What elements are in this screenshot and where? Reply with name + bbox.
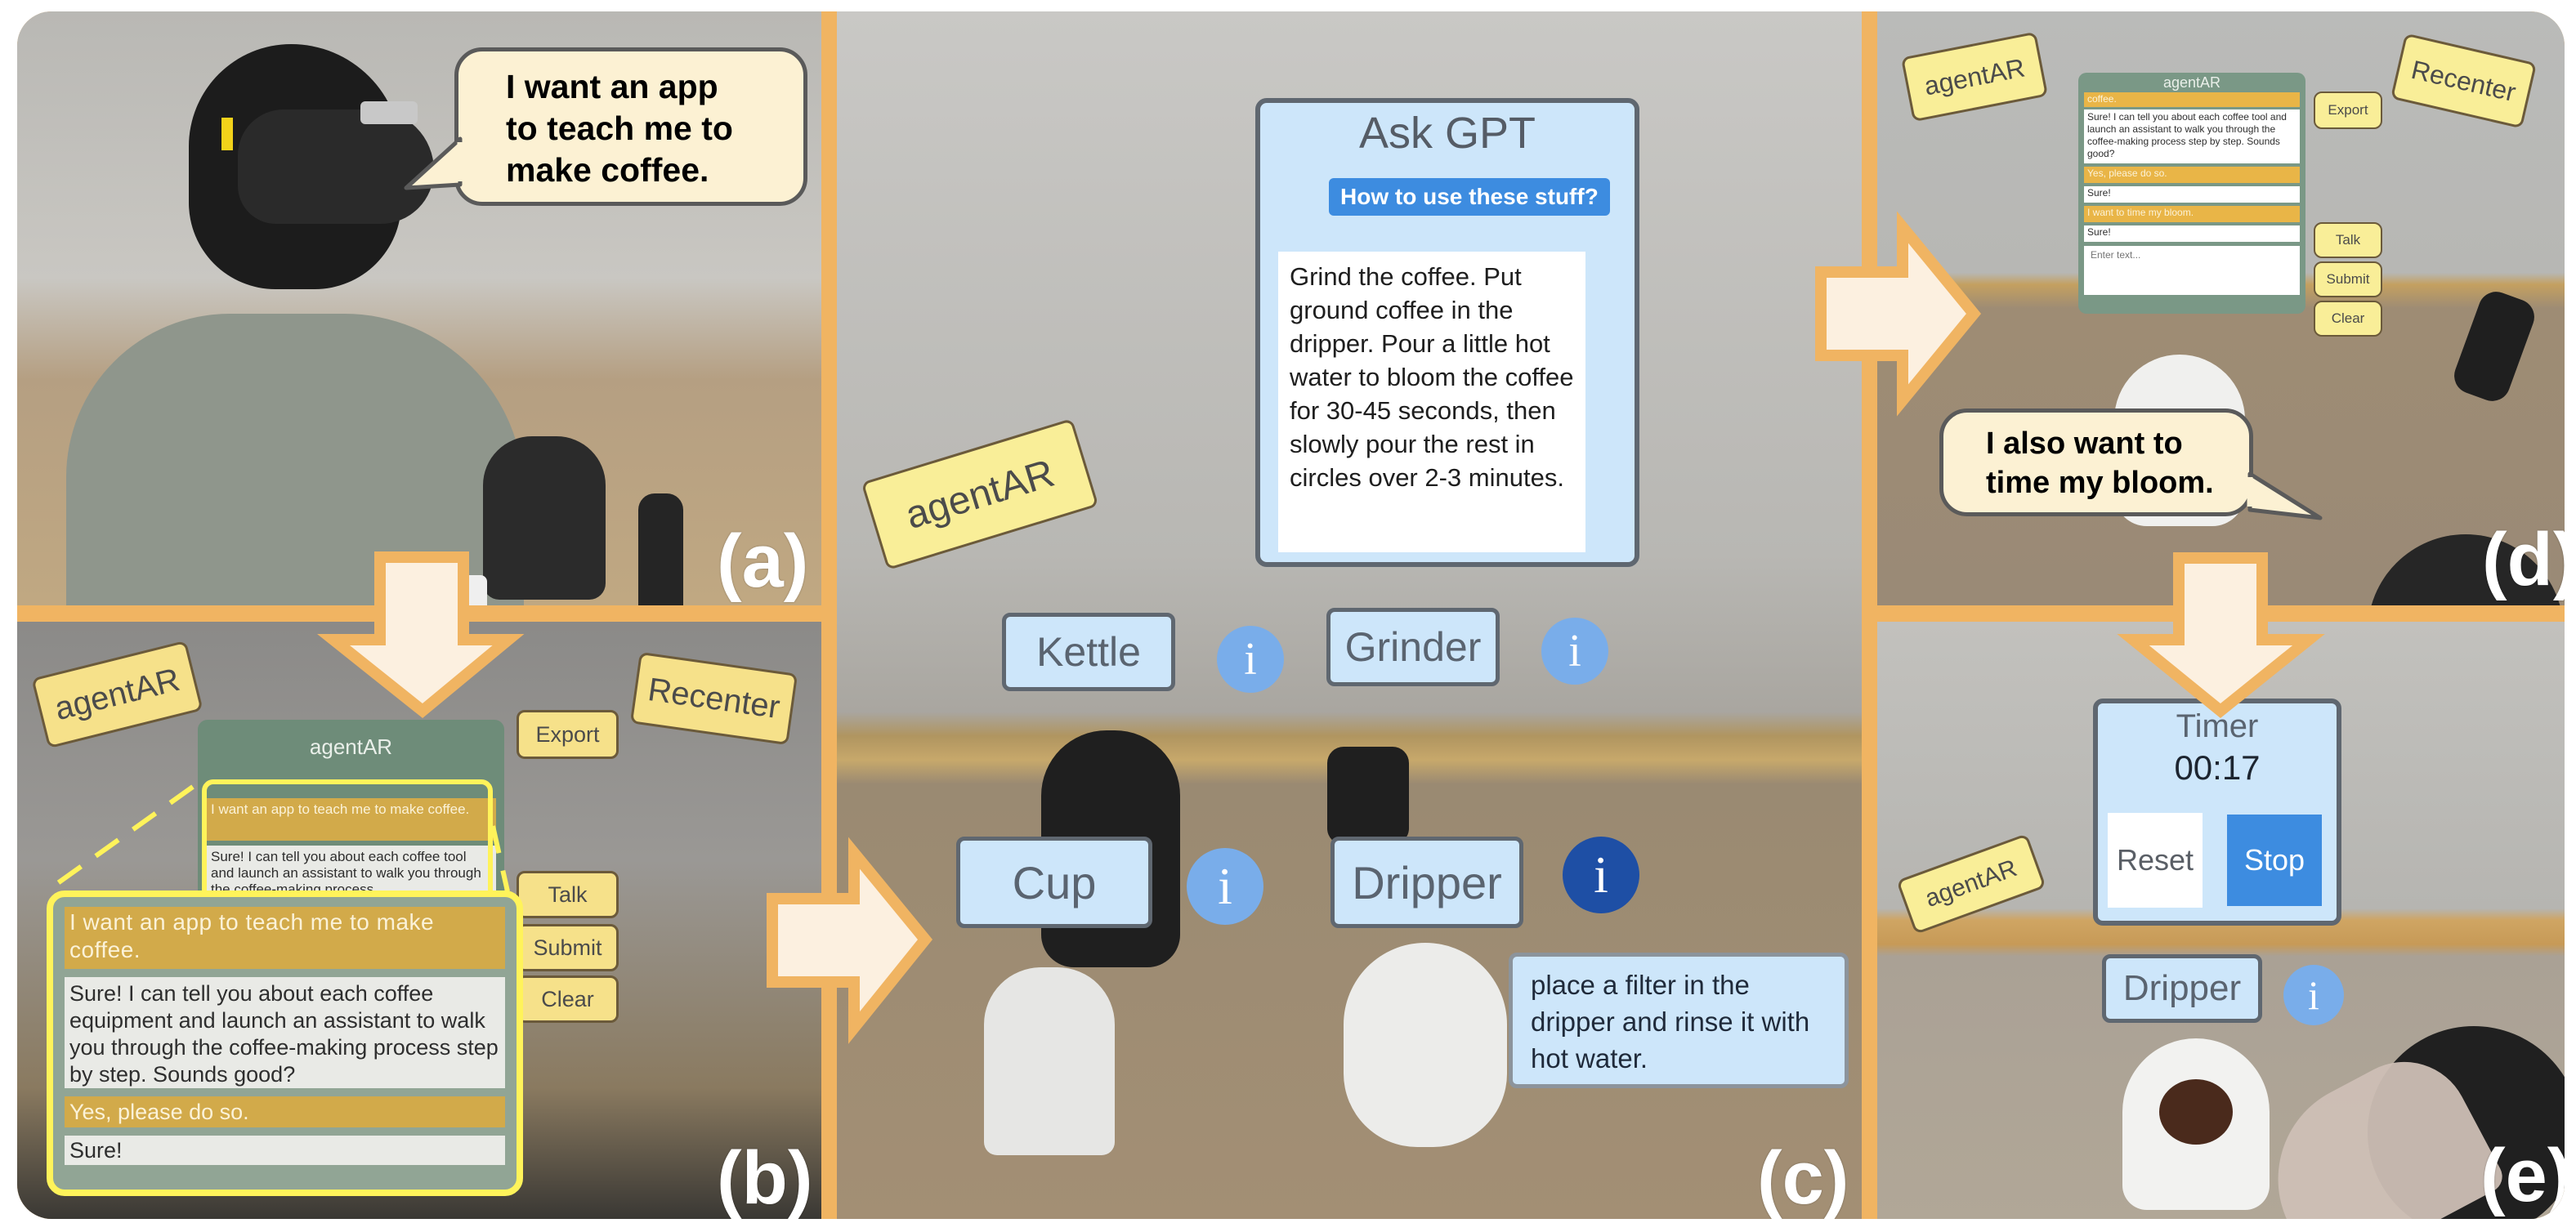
object-name: Kettle [1036, 629, 1141, 675]
chat-message-user: coffee. [2084, 92, 2300, 107]
ask-gpt-answer: Grind the coffee. Put ground coffee in t… [1278, 252, 1585, 552]
submit-label: Submit [2326, 271, 2370, 287]
panel-label-b: (b) [717, 1136, 813, 1219]
export-label: Export [2328, 102, 2368, 118]
chat-title: agentAR [309, 734, 393, 759]
chat-message-user: Yes, please do so. [2084, 167, 2300, 183]
speech-tail [404, 136, 463, 190]
speech-bubble-a: I want an app to teach me to make coffee… [454, 47, 807, 206]
info-icon[interactable]: i [1217, 626, 1284, 693]
submit-button[interactable]: Submit [2314, 261, 2382, 297]
object-name: Cup [1012, 856, 1097, 908]
info-icon[interactable]: i [1541, 618, 1608, 685]
dripper-instruction-tip: place a filter in the dripper and rinse … [1509, 953, 1849, 1088]
reset-label: Reset [2116, 843, 2194, 877]
grinder-photo [1327, 747, 1409, 845]
chat-message-user: I want to time my bloom. [2084, 206, 2300, 222]
talk-button[interactable]: Talk [517, 871, 619, 918]
mug-photo [984, 967, 1115, 1155]
chat-message-list: coffee. Sure! I can tell you about each … [2084, 92, 2300, 295]
object-name: Dripper [2122, 968, 2242, 1008]
clear-button[interactable]: Clear [517, 975, 619, 1023]
zoom-message-assistant: Sure! I can tell you about each coffee e… [65, 977, 505, 1088]
timer-stop-button[interactable]: Stop [2227, 815, 2322, 906]
clear-button[interactable]: Clear [2314, 301, 2382, 337]
timer-reset-button[interactable]: Reset [2108, 813, 2203, 908]
clear-label: Clear [2331, 310, 2365, 326]
timer-value: 00:17 [2174, 748, 2261, 787]
dripper-photo [1344, 943, 1507, 1147]
chat-zoom-callout: I want an app to teach me to make coffee… [47, 891, 523, 1196]
speech-tail [2247, 471, 2323, 520]
ask-gpt-title: Ask GPT [1358, 109, 1536, 158]
zoom-message-user: I want an app to teach me to make coffee… [65, 907, 505, 969]
chat-message-user: I want an app to teach me to make coffee… [206, 798, 496, 841]
chat-message-assistant: Sure! [2084, 186, 2300, 203]
info-glyph: i [1244, 634, 1257, 685]
speech-line: I also want to [1986, 426, 2183, 461]
callout-connector-lines [46, 784, 510, 893]
ask-gpt-question: How to use these stuff? [1329, 178, 1610, 216]
speech-line: make coffee. [506, 151, 709, 189]
object-label-kettle[interactable]: Kettle [1002, 613, 1175, 691]
speech-bubble-d: I also want to time my bloom. [1939, 408, 2253, 516]
grinder-photo [638, 493, 683, 605]
arrow-a-to-b [317, 211, 2325, 1044]
export-button[interactable]: Export [517, 710, 619, 759]
object-name: Dripper [1352, 856, 1502, 908]
panel-b-chat: agentAR Recenter agentAR I want an app t… [17, 622, 821, 1219]
speech-line: I want an app [506, 68, 718, 105]
info-glyph: i [2308, 972, 2319, 1018]
headset-strap-yellow [221, 118, 233, 150]
arrow-right-icon [767, 837, 933, 1044]
kettle-photo [483, 436, 606, 600]
panel-label-c: (c) [1757, 1136, 1849, 1219]
submit-label: Submit [533, 935, 602, 960]
info-icon[interactable]: i [2283, 965, 2344, 1025]
panel-label-d: (d) [2482, 518, 2565, 601]
arrow-down-icon [317, 551, 525, 719]
stop-label: Stop [2243, 843, 2305, 877]
panel-label-a: (a) [717, 520, 809, 603]
panel-e-timer: agentAR Timer 00:17 Reset Stop Dripper i… [1877, 622, 2565, 1219]
chat-panel: agentAR coffee. Sure! I can tell you abo… [2078, 73, 2305, 314]
info-glyph: i [1594, 846, 1608, 904]
clear-label: Clear [541, 986, 594, 1011]
export-button[interactable]: Export [2314, 92, 2382, 129]
zoom-message-user: Yes, please do so. [65, 1096, 505, 1127]
object-label-cup[interactable]: Cup [956, 837, 1152, 928]
info-glyph: i [1568, 626, 1581, 676]
speech-line: time my bloom. [1986, 466, 2214, 500]
chat-message-assistant: Sure! I can tell you about each coffee t… [2084, 109, 2300, 163]
zoom-message-assistant: Sure! [65, 1136, 505, 1165]
timer-widget: Timer 00:17 Reset Stop [2093, 699, 2341, 926]
talk-button[interactable]: Talk [2314, 222, 2382, 258]
chat-title: agentAR [2162, 74, 2221, 91]
object-label-dripper[interactable]: Dripper [1330, 837, 1523, 928]
figure-frame: I want an app to teach me to make coffee… [17, 11, 2565, 1219]
headset-camera [360, 101, 418, 124]
info-glyph: i [1218, 857, 1232, 915]
object-label-dripper[interactable]: Dripper [2102, 954, 2262, 1023]
talk-label: Talk [548, 882, 588, 907]
panel-label-e: (e) [2480, 1134, 2565, 1217]
speech-line: to teach me to [506, 109, 733, 147]
talk-label: Talk [2335, 232, 2361, 248]
export-label: Export [535, 721, 600, 747]
object-label-grinder[interactable]: Grinder [1326, 608, 1500, 686]
chat-text-input[interactable] [2084, 246, 2300, 295]
info-icon[interactable]: i [1187, 848, 1263, 925]
coffee-grounds [2159, 1079, 2233, 1145]
panel-c-object-labels: agentAR Ask GPT How to use these stuff? … [837, 11, 1862, 1219]
arrow-down-icon [2117, 552, 2325, 719]
headset-icon [238, 109, 434, 224]
ask-gpt-card: Ask GPT How to use these stuff? Grind th… [1255, 98, 1639, 567]
chat-message-assistant: Sure! [2084, 225, 2300, 242]
panel-d-chat-request: agentAR Recenter agentAR coffee. Sure! I… [1877, 11, 2565, 605]
submit-button[interactable]: Submit [517, 924, 619, 971]
object-name: Grinder [1344, 624, 1482, 670]
arrow-right-icon [1815, 211, 1982, 417]
info-icon-active[interactable]: i [1563, 837, 1639, 913]
